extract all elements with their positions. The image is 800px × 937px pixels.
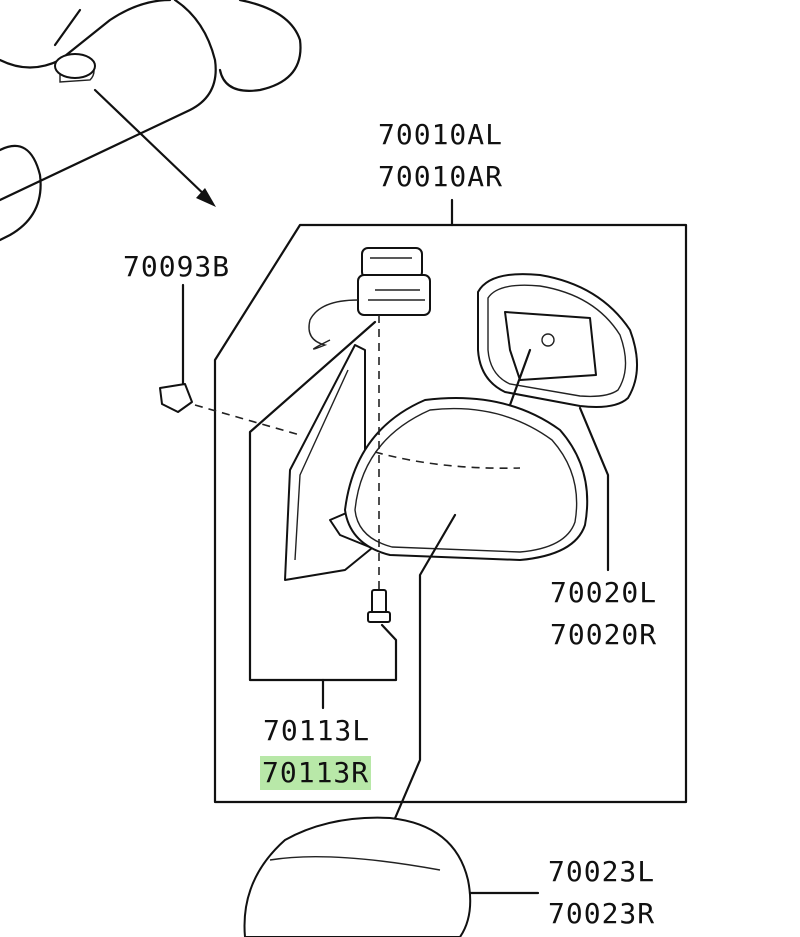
car-body-illustration	[0, 0, 302, 242]
housing-leader	[388, 513, 457, 832]
location-arrow	[93, 88, 216, 207]
assembly-frame	[213, 223, 688, 804]
screw-clip	[159, 283, 301, 436]
part-number-cover-right[interactable]: 70023R	[548, 897, 656, 930]
part-number-clip[interactable]: 70093B	[123, 250, 231, 283]
part-number-mirror-glass-right[interactable]: 70020R	[550, 618, 658, 651]
mirror-location-marker	[54, 53, 96, 79]
part-number-bolt-right-highlighted[interactable]: 70113R	[260, 756, 372, 790]
glass-leader-a	[508, 348, 532, 407]
mirror-motor	[308, 247, 431, 350]
mirror-cover	[243, 816, 540, 937]
part-number-assembly-right[interactable]: 70010AR	[378, 160, 504, 193]
part-number-mirror-glass-left[interactable]: 70020L	[550, 576, 658, 609]
part-number-assembly-left[interactable]: 70010AL	[378, 118, 504, 151]
mirror-glass	[477, 273, 639, 408]
bolt	[367, 315, 391, 623]
glass-leader-b	[578, 406, 610, 572]
mirror-housing	[344, 397, 589, 561]
part-number-bolt-left[interactable]: 70113L	[263, 714, 371, 747]
part-number-cover-left[interactable]: 70023L	[548, 855, 656, 888]
